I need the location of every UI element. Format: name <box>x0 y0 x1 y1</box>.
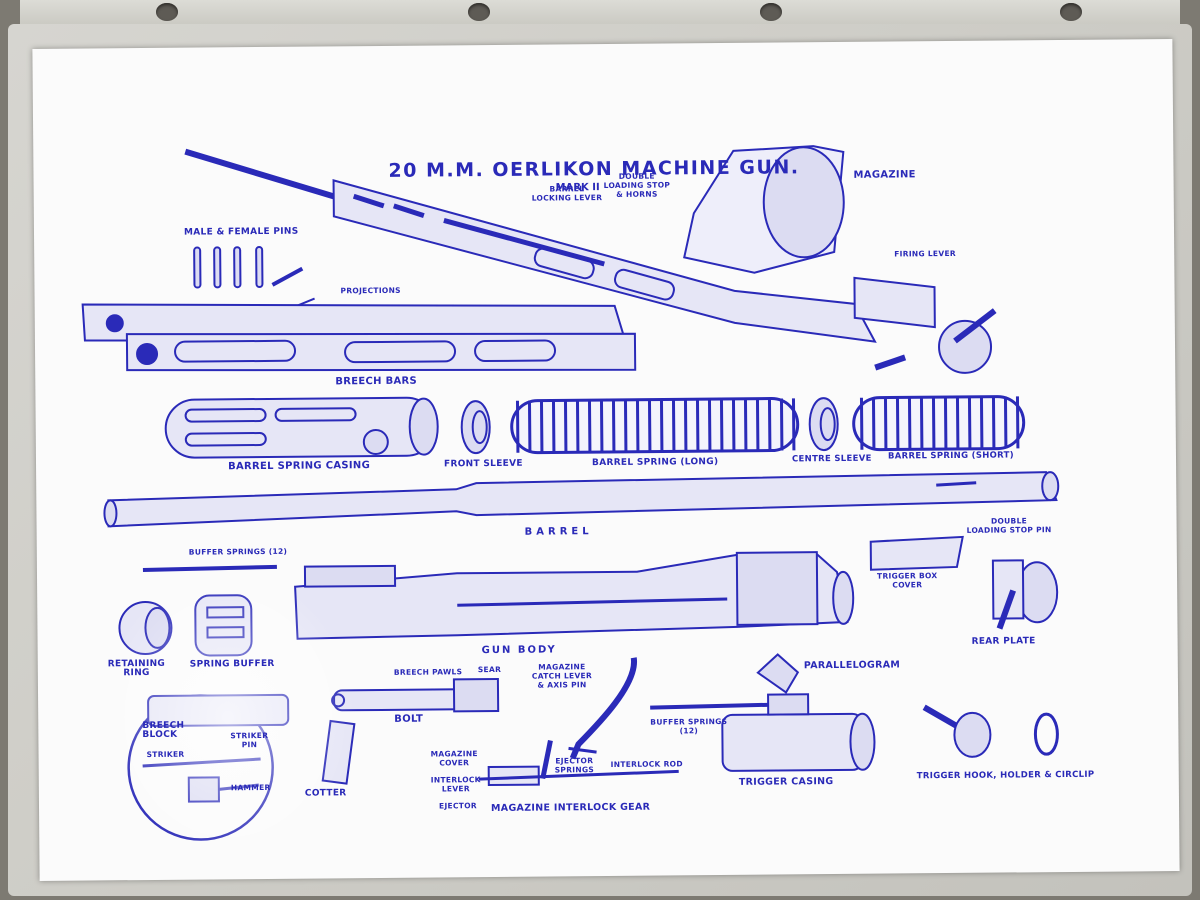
trigger-box-cover <box>869 535 964 571</box>
barrel-spring-long <box>510 397 800 455</box>
label-male-female-pins: MALE & FEMALE PINS <box>183 226 299 238</box>
punch-hole <box>156 3 178 21</box>
trigger-casing <box>650 693 876 772</box>
barrel-spring-casing <box>164 396 439 459</box>
magazine-catch-lever <box>540 657 637 780</box>
label-projections: PROJECTIONS <box>340 285 401 296</box>
label-magazine-catch-lever: MAGAZINE CATCH LEVER & AXIS PIN <box>531 662 593 690</box>
barrel <box>103 471 1060 528</box>
label-bolt: BOLT <box>394 713 424 725</box>
punch-hole <box>760 3 782 21</box>
retaining-ring <box>118 601 173 656</box>
punch-hole <box>468 3 490 21</box>
label-magazine-cover: MAGAZINE COVER <box>430 749 478 768</box>
label-striker: STRIKER <box>146 749 185 760</box>
trigger-hook <box>922 704 1059 758</box>
assembled-gun <box>184 145 997 374</box>
label-magazine: MAGAZINE <box>853 169 916 181</box>
male-female-pins <box>193 246 304 289</box>
label-gun-body: GUN BODY <box>481 644 557 657</box>
label-interlock-rod: INTERLOCK ROD <box>610 759 683 769</box>
label-breech-bars: BREECH BARS <box>335 375 418 388</box>
label-hammer: HAMMER <box>230 782 271 793</box>
label-spring-buffer: SPRING BUFFER <box>189 658 275 670</box>
label-barrel-spring-short: BARREL SPRING (SHORT) <box>887 450 1014 462</box>
label-trigger-casing: TRIGGER CASING <box>738 776 834 788</box>
label-centre-sleeve: CENTRE SLEEVE <box>791 453 872 465</box>
cotter <box>321 719 356 785</box>
label-front-sleeve: FRONT SLEEVE <box>443 458 523 470</box>
label-firing-lever: FIRING LEVER <box>894 248 956 259</box>
label-striker-pin: STRIKER PIN <box>230 730 269 750</box>
label-trigger-box-cover: TRIGGER BOX COVER <box>876 571 938 590</box>
barrel-spring-short <box>852 395 1026 452</box>
label-barrel-spring-long: BARREL SPRING (LONG) <box>591 457 719 469</box>
diagram-sheet: 20 M.M. OERLIKON MACHINE GUN. MARK II MA… <box>32 39 1180 881</box>
label-cotter: COTTER <box>304 788 347 799</box>
buffer-spring-rod <box>142 564 277 573</box>
label-barrel: BARREL <box>524 526 593 538</box>
breech-block-detail <box>127 693 290 841</box>
label-ejector: EJECTOR <box>438 801 477 811</box>
gun-body <box>294 551 855 640</box>
centre-sleeve <box>808 397 839 452</box>
page-title: 20 M.M. OERLIKON MACHINE GUN. <box>388 156 800 182</box>
label-buffer-springs-trigger: BUFFER SPRINGS (12) <box>650 716 728 736</box>
label-double-loading-stop-pin: DOUBLE LOADING STOP PIN <box>966 516 1052 535</box>
front-sleeve <box>460 400 491 455</box>
label-ejector-spring: EJECTOR SPRINGS <box>554 756 595 775</box>
spring-buffer <box>194 594 253 657</box>
label-trigger-hook: TRIGGER HOOK, HOLDER & CIRCLIP <box>916 769 1095 782</box>
punch-hole <box>1060 3 1082 21</box>
label-retaining-ring: RETAINING RING <box>107 658 166 679</box>
parallelogram <box>756 653 800 694</box>
label-parallelogram: PARALLELOGRAM <box>803 659 901 672</box>
magazine-interlock-gear <box>478 765 679 787</box>
label-breech-pawls: BREECH PAWLS <box>393 667 463 677</box>
label-barrel-locking-lever: BARREL LOCKING LEVER <box>531 184 603 203</box>
label-buffer-springs: BUFFER SPRINGS (12) <box>188 546 288 557</box>
label-interlock-lever: INTERLOCK LEVER <box>430 775 481 794</box>
label-magazine-interlock-gear: MAGAZINE INTERLOCK GEAR <box>490 801 651 815</box>
label-barrel-spring-casing: BARREL SPRING CASING <box>227 460 371 473</box>
label-breech-block: BREECH BLOCK <box>142 720 185 741</box>
label-double-loading-stop: DOUBLE LOADING STOP & HORNS <box>603 171 671 199</box>
label-rear-plate: REAR PLATE <box>971 636 1036 647</box>
breech-bars <box>81 303 637 372</box>
label-sear: SEAR <box>477 664 502 675</box>
rear-plate <box>991 559 1059 630</box>
bolt <box>331 677 500 713</box>
